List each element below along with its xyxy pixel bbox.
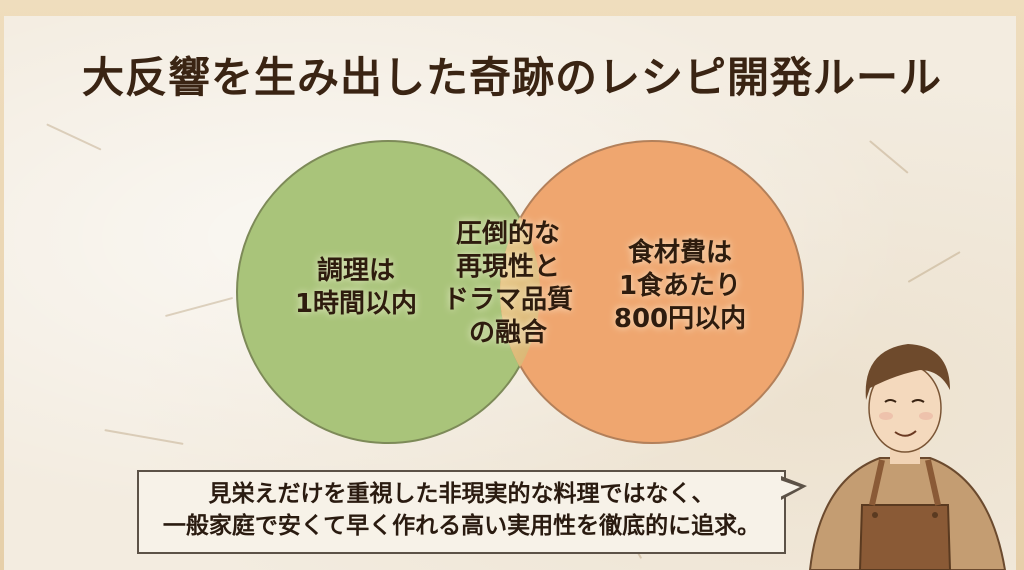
venn-label-line: 再現性と — [455, 252, 560, 282]
speech-bubble — [137, 470, 786, 554]
venn-label-line: 食材費は — [627, 238, 732, 268]
venn-label-line: 800円以内 — [613, 304, 747, 334]
venn-label-line: 1食あたり — [618, 271, 742, 301]
speech-line: 見栄えだけを重視した非現実的な料理ではなく、 — [208, 481, 715, 507]
venn-label-cost: 食材費は 1食あたり 800円以内 — [590, 237, 770, 336]
venn-label-line: 調理は — [316, 256, 395, 286]
chef-illustration-icon — [808, 344, 1007, 570]
page-title: 大反響を生み出した奇跡のレシピ開発ルール — [81, 53, 942, 102]
paper-fiber — [46, 123, 102, 151]
venn-label-line: 圧倒的な — [455, 219, 560, 249]
paper-fiber — [104, 429, 184, 445]
venn-label-line: 1時間以内 — [294, 289, 418, 319]
venn-label-center: 圧倒的な 再現性と ドラマ品質 の融合 — [418, 218, 598, 350]
venn-label-line: の融合 — [468, 318, 547, 348]
speech-bubble-tail-fill — [780, 480, 800, 497]
paper-fiber — [869, 140, 909, 174]
speech-line: 一般家庭で安くて早く作れる高い実用性を徹底的に追求。 — [162, 513, 761, 539]
venn-label-line: ドラマ品質 — [442, 285, 573, 315]
venn-label-time: 調理は 1時間以内 — [266, 255, 446, 321]
paper-fiber — [164, 296, 234, 317]
speech-bubble-text: 見栄えだけを重視した非現実的な料理ではなく、 一般家庭で安くて早く作れる高い実用… — [137, 478, 786, 542]
paper-fiber — [907, 251, 961, 283]
